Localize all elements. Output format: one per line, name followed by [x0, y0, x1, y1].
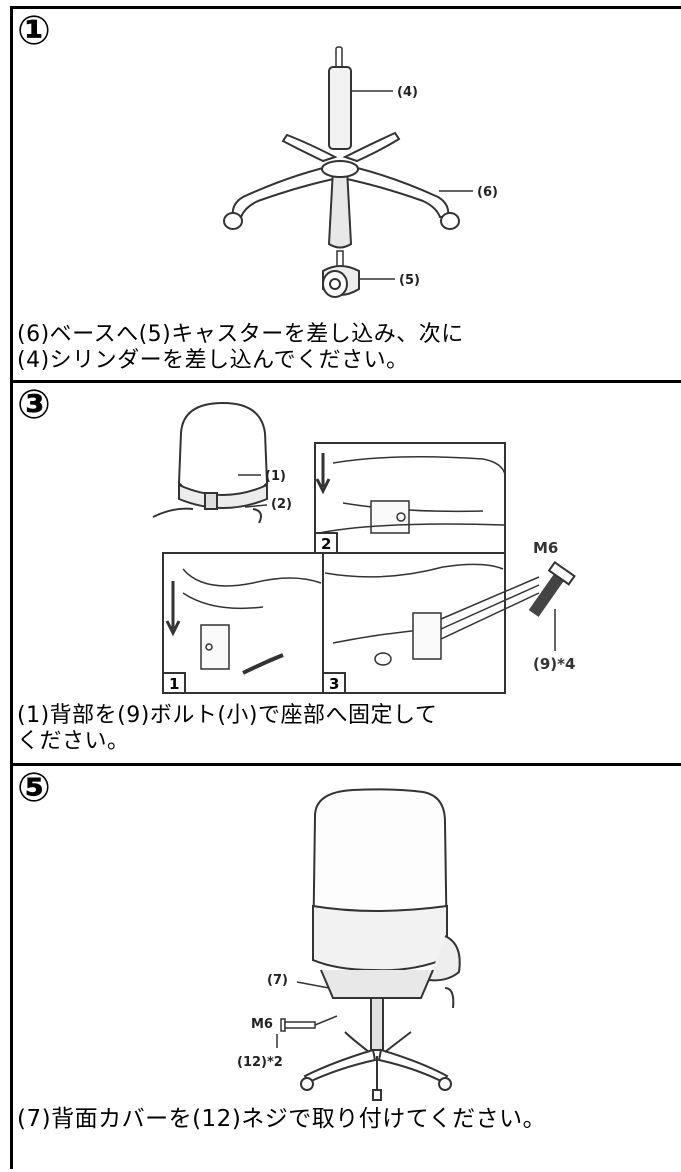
- chair-back-drawing: [300, 788, 461, 1101]
- instruction-line: (1)背部を(9)ボルト(小)で座部へ固定して: [17, 703, 438, 728]
- step-1-number: ①: [17, 8, 51, 54]
- cylinder-body: [328, 66, 352, 150]
- callout-base: (6): [477, 185, 498, 200]
- inset-3-label: 3: [329, 675, 339, 693]
- step-3-number: ③: [17, 382, 51, 428]
- instruction-line: (7)背面カバーを(12)ネジで取り付けてください。: [17, 1106, 547, 1132]
- down-arrow-icon: [165, 581, 181, 637]
- callout-bolt: (9)*4: [533, 655, 575, 673]
- instruction-line: (6)ベースへ(5)キャスターを差し込み、次に: [17, 322, 464, 347]
- callout-cylinder: (4): [397, 85, 418, 100]
- inset-2-label: 2: [321, 535, 331, 553]
- instruction-line: ください。: [17, 729, 130, 754]
- step-3-instruction: (1)背部を(9)ボルト(小)で座部へ固定して ください。: [17, 703, 437, 755]
- step-1-illustration: (4) (6) (5): [223, 46, 498, 298]
- step-5-instruction: (7)背面カバーを(12)ネジで取り付けてください。: [17, 1106, 546, 1132]
- screw-icon: [280, 1018, 316, 1032]
- step-5-panel: ⑤ (7) M6: [13, 766, 681, 1172]
- callout-backrest: (1): [265, 469, 286, 484]
- step-3-panel: ③ (1) (2): [13, 383, 681, 766]
- callout-screw-size: M6: [251, 1017, 273, 1032]
- instruction-line: (4)シリンダーを差し込んでください。: [17, 348, 409, 373]
- step-1-instruction: (6)ベースへ(5)キャスターを差し込み、次に (4)シリンダーを差し込んでくだ…: [17, 322, 464, 374]
- five-star-base: [231, 131, 450, 249]
- caster-right: [440, 212, 460, 230]
- callout-screw: (12)*2: [237, 1055, 283, 1070]
- callout-cover: (7): [267, 973, 288, 988]
- assembly-instruction-sheet: ① (4) (6): [10, 6, 681, 1169]
- caster-left: [223, 212, 243, 230]
- callout-part2: (2): [271, 497, 292, 512]
- cylinder-pin: [335, 46, 343, 70]
- inset-1-label: 1: [169, 675, 179, 693]
- callout-caster: (5): [399, 273, 420, 288]
- step-5-illustration: (7) M6 (12)*2: [237, 788, 461, 1101]
- step-3-illustration: (1) (2) 2: [152, 401, 576, 694]
- backrest-drawing: [152, 401, 269, 524]
- inset-2-frame: [314, 442, 506, 554]
- step-5-number: ⑤: [17, 765, 51, 811]
- callout-bolt-size: M6: [533, 539, 558, 557]
- down-arrow-icon: [315, 453, 331, 495]
- bolt-icon: [528, 560, 576, 617]
- step-1-panel: ① (4) (6): [13, 9, 681, 383]
- caster-wheel: [322, 265, 360, 298]
